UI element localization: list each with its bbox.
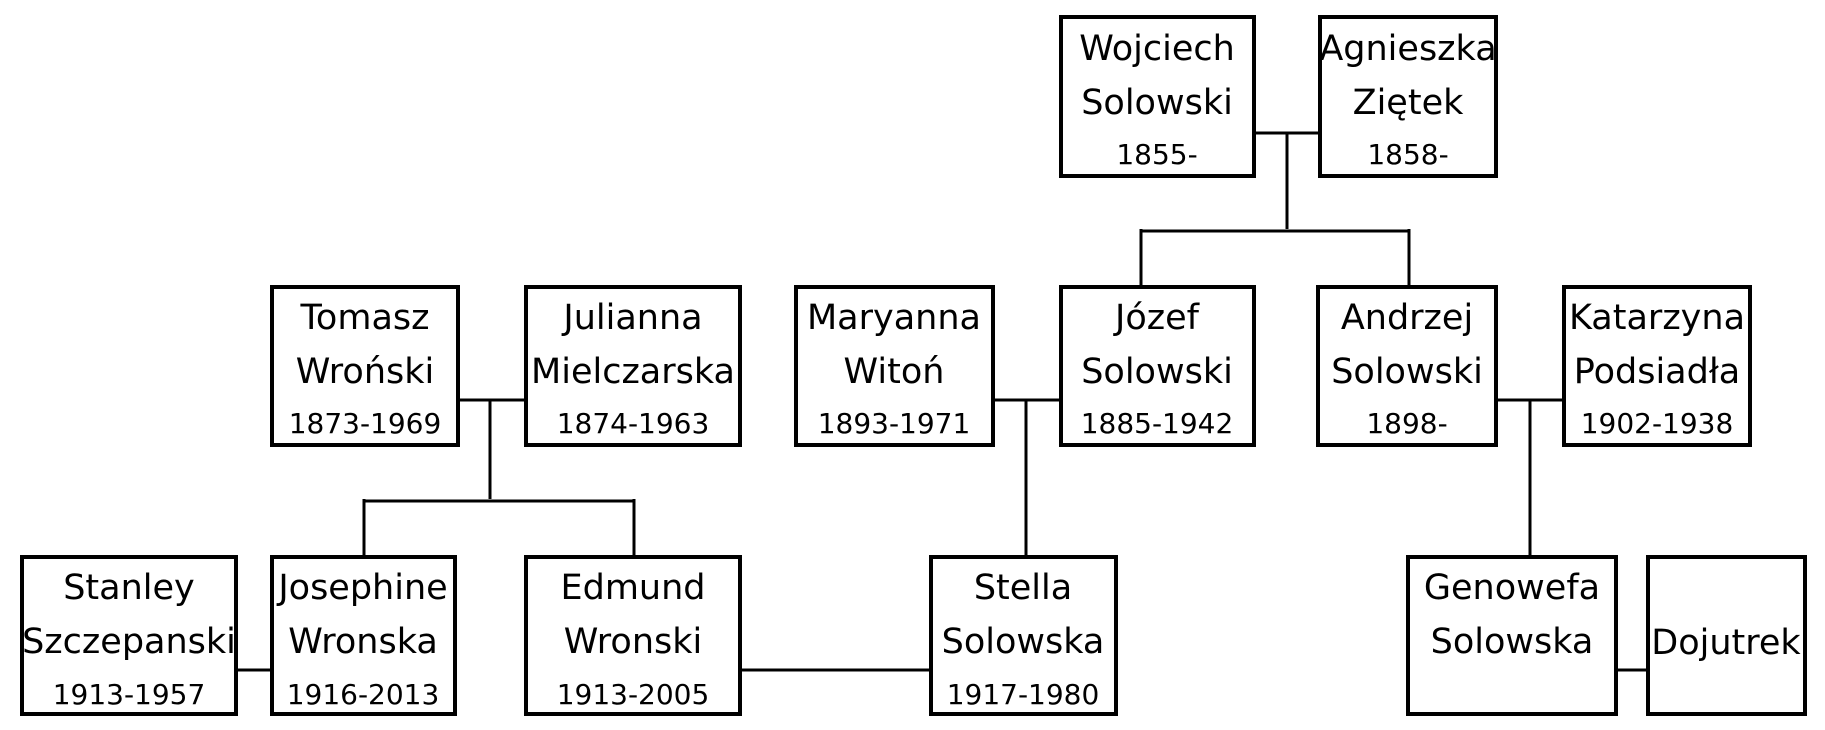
person-years: 1916-2013 bbox=[287, 678, 440, 711]
person-last-name: Mielczarska bbox=[531, 352, 735, 392]
person-first-name: Andrzej bbox=[1341, 298, 1473, 338]
person-years: 1858- bbox=[1367, 138, 1448, 171]
person-years: 1898- bbox=[1366, 407, 1447, 440]
person-last-name: Solowska bbox=[942, 622, 1105, 662]
person-box-frame bbox=[1406, 555, 1618, 716]
person-box-frame bbox=[270, 555, 457, 716]
person-box-andrzej: Andrzej Solowski 1898- bbox=[1316, 285, 1498, 447]
person-box-frame bbox=[1059, 15, 1256, 178]
person-years: 1913-1957 bbox=[53, 678, 206, 711]
person-first-name: Genowefa bbox=[1424, 568, 1600, 608]
person-box-jozef: Józef Solowski 1885-1942 bbox=[1059, 285, 1256, 447]
person-box-frame bbox=[1318, 15, 1498, 178]
person-box-frame bbox=[1059, 285, 1256, 447]
person-years: 1855- bbox=[1116, 138, 1197, 171]
person-first-name: Julianna bbox=[561, 298, 702, 338]
person-box-josephine: Josephine Wronska 1916-2013 bbox=[270, 555, 457, 716]
person-last-name: Solowski bbox=[1081, 352, 1233, 392]
person-box-frame bbox=[524, 555, 742, 716]
connector-lines bbox=[236, 131, 1648, 672]
person-box-maryanna: Maryanna Witoń 1893-1971 bbox=[794, 285, 995, 447]
person-years: 1874-1963 bbox=[557, 407, 710, 440]
person-last-name: Solowski bbox=[1331, 352, 1483, 392]
person-first-name: Edmund bbox=[560, 568, 705, 608]
person-box-frame bbox=[929, 555, 1118, 716]
person-box-stanley: Stanley Szczepanski 1913-1957 bbox=[20, 555, 238, 716]
person-first-name: Katarzyna bbox=[1569, 298, 1745, 338]
person-box-dojutrek: Dojutrek bbox=[1646, 555, 1807, 716]
person-box-genowefa: Genowefa Solowska bbox=[1406, 555, 1618, 716]
person-box-frame bbox=[1562, 285, 1752, 447]
person-box-julianna: Julianna Mielczarska 1874-1963 bbox=[524, 285, 742, 447]
person-first-name: Stanley bbox=[63, 568, 195, 608]
person-years: 1913-2005 bbox=[557, 678, 710, 711]
person-box-wojciech: Wojciech Solowski 1855- bbox=[1059, 15, 1256, 178]
person-last-name: Wroński bbox=[296, 352, 434, 392]
person-box-frame bbox=[20, 555, 238, 716]
person-last-name: Ziętek bbox=[1353, 83, 1464, 123]
person-years: 1885-1942 bbox=[1081, 407, 1234, 440]
person-box-frame bbox=[1316, 285, 1498, 447]
person-last-name: Wronska bbox=[288, 622, 438, 662]
person-last-name: Witoń bbox=[844, 352, 945, 392]
person-box-tomasz: Tomasz Wroński 1873-1969 bbox=[270, 285, 460, 447]
person-years: 1917-1980 bbox=[947, 678, 1100, 711]
person-first-name: Agnieszka bbox=[1319, 29, 1496, 69]
person-first-name: Maryanna bbox=[807, 298, 981, 338]
person-box-katarzyna: Katarzyna Podsiadła 1902-1938 bbox=[1562, 285, 1752, 447]
person-first-name: Tomasz bbox=[300, 298, 430, 338]
person-years: 1893-1971 bbox=[818, 407, 971, 440]
person-years: 1902-1938 bbox=[1581, 407, 1734, 440]
person-first-name: Stella bbox=[974, 568, 1072, 608]
person-years: 1873-1969 bbox=[289, 407, 442, 440]
person-first-name: Dojutrek bbox=[1651, 623, 1801, 663]
person-box-edmund: Edmund Wronski 1913-2005 bbox=[524, 555, 742, 716]
person-box-frame bbox=[1646, 555, 1807, 716]
person-first-name: Josephine bbox=[276, 568, 447, 608]
person-last-name: Solowska bbox=[1431, 622, 1594, 662]
person-box-frame bbox=[794, 285, 995, 447]
person-last-name: Szczepanski bbox=[22, 622, 236, 662]
person-box-frame bbox=[524, 285, 742, 447]
person-last-name: Solowski bbox=[1081, 83, 1233, 123]
person-first-name: Wojciech bbox=[1079, 29, 1235, 69]
person-box-stella: Stella Solowska 1917-1980 bbox=[929, 555, 1118, 716]
person-first-name: Józef bbox=[1113, 298, 1200, 338]
person-box-frame bbox=[270, 285, 460, 447]
person-box-agnieszka: Agnieszka Ziętek 1858- bbox=[1318, 15, 1498, 178]
person-last-name: Podsiadła bbox=[1574, 352, 1741, 392]
person-last-name: Wronski bbox=[564, 622, 702, 662]
